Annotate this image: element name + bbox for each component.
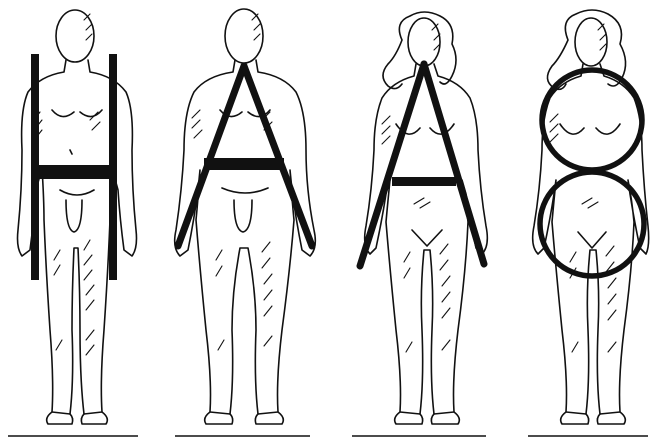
figure-2-feet: [205, 412, 284, 424]
figure-1-groin: [66, 200, 82, 232]
figure-4-lower-circle: [540, 172, 644, 276]
figure-1-shading: [34, 14, 100, 355]
figure-3-triangle-left-side: [360, 64, 424, 266]
figure-3-body-triangle-shape: [352, 12, 487, 436]
figure-3-shading: [382, 24, 450, 352]
figure-3-triangle-crossbar: [392, 177, 456, 186]
figure-4-upper-circle: [542, 70, 642, 170]
figure-1-waist-bar: [39, 165, 109, 179]
figure-2-groin: [234, 200, 252, 232]
figure-4-chest-detail: [560, 124, 620, 134]
figure-4-groin: [578, 232, 606, 248]
figure-1-head: [56, 10, 94, 62]
figure-2-triangle-crossbar: [204, 158, 284, 170]
figure-2-body-triangle-shape: [175, 9, 316, 436]
figure-1-left-bar: [31, 54, 39, 280]
figure-1-body-rectangle-shape: [8, 10, 138, 436]
figure-1-feet: [47, 412, 108, 424]
figure-2-triangle-left-side: [178, 66, 244, 246]
figure-4-torso: [533, 64, 649, 414]
figure-1-right-bar: [109, 54, 117, 280]
figure-3-groin: [412, 230, 442, 246]
figure-2-triangle-overlay: [178, 66, 312, 246]
figure-4-feet: [561, 412, 626, 424]
figure-2-triangle-right-side: [244, 66, 312, 246]
figure-4-body-figure-eight-shape: [528, 10, 649, 436]
figure-3-feet: [395, 412, 460, 424]
figure-4-figure-eight-overlay: [540, 70, 644, 276]
figure-1-rectangle-overlay: [31, 54, 117, 280]
figure-3-triangle-right-side: [424, 64, 484, 264]
figure-3-head: [408, 18, 440, 66]
figure-1-chest-detail: [52, 110, 102, 195]
figure-3-torso: [365, 64, 488, 414]
figure-2-torso: [175, 60, 316, 414]
